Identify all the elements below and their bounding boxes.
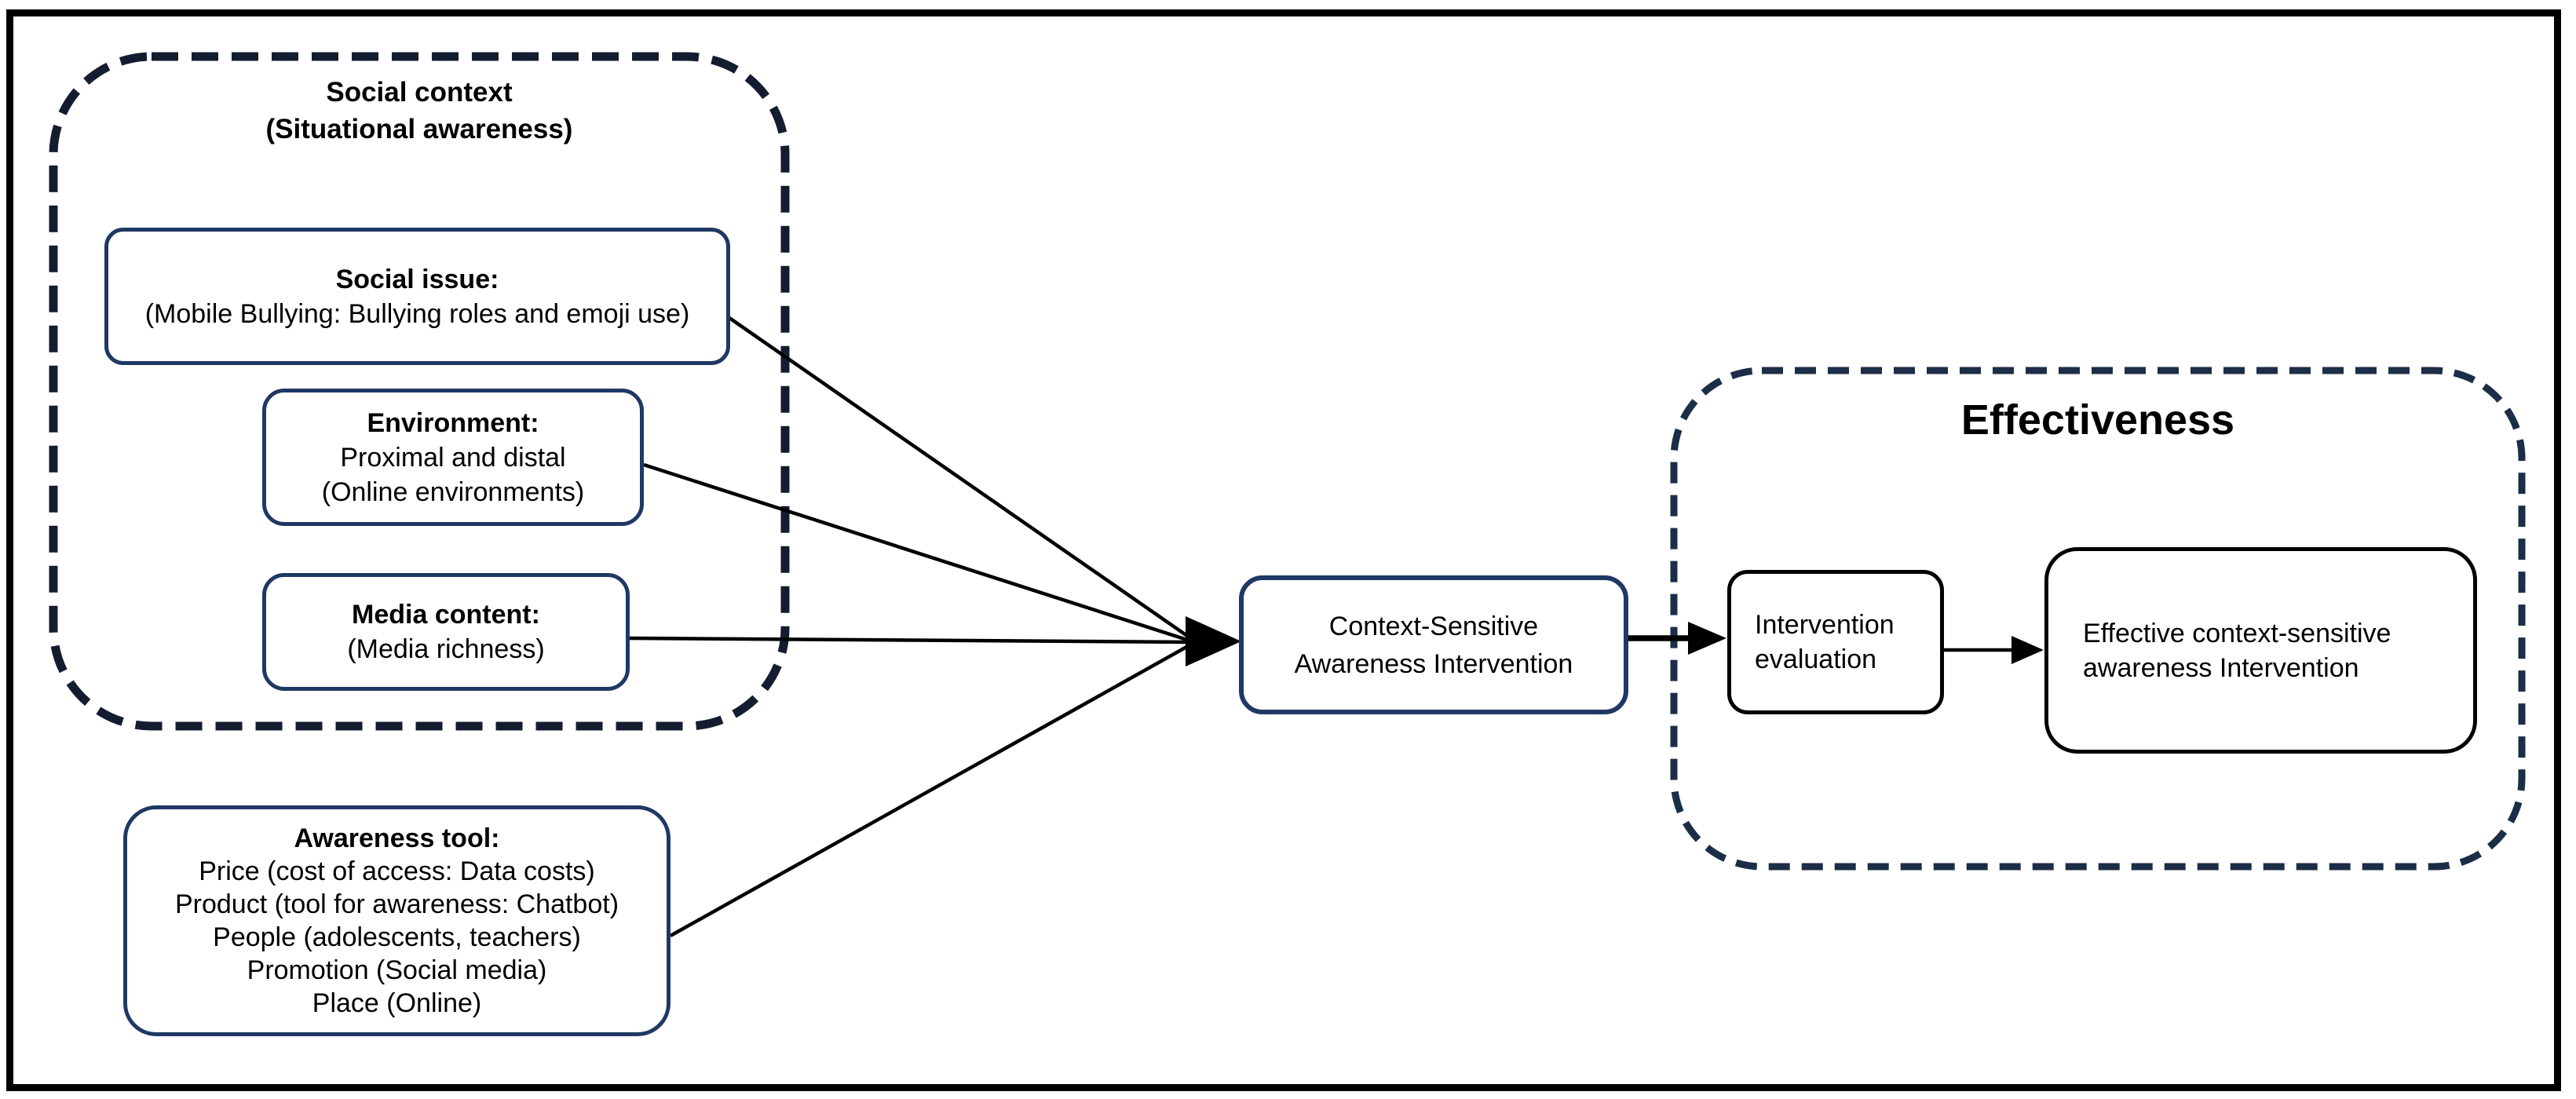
box-line: Proximal and distal	[340, 442, 566, 473]
social-context-dashed-container	[49, 52, 790, 731]
box-line: People (adolescents, teachers)	[213, 922, 581, 952]
box-line: Context-Sensitive	[1328, 611, 1539, 641]
box-line: (Mobile Bullying: Bullying roles and emo…	[144, 298, 690, 329]
social-context-title-line1: Social context	[326, 77, 513, 108]
box-line: Effective context-sensitive	[2083, 618, 2391, 648]
connector-social-issue	[728, 316, 1191, 639]
box-heading: Media content:	[352, 600, 540, 630]
social-issue-box: Social issue: (Mobile Bullying: Bullying…	[104, 228, 730, 365]
box-heading: Social issue:	[335, 264, 499, 294]
box-heading: Awareness tool:	[294, 823, 500, 853]
media-content-box: Media content: (Media richness)	[262, 573, 630, 691]
box-line: Place (Online)	[312, 988, 482, 1018]
box-line: evaluation	[1755, 644, 1877, 674]
social-context-title: Social context (Situational awareness)	[53, 74, 785, 148]
connector-media-content	[629, 636, 1190, 644]
awareness-tool-box: Awareness tool: Price (cost of access: D…	[123, 805, 670, 1036]
connector-environment	[643, 462, 1190, 643]
intervention-evaluation-box: Intervention evaluation	[1727, 570, 1944, 714]
effective-outcome-box: Effective context-sensitive awareness In…	[2044, 547, 2477, 754]
box-line: Promotion (Social media)	[247, 955, 547, 985]
box-line: Product (tool for awareness: Chatbot)	[174, 889, 619, 919]
box-line: Price (cost of access: Data costs)	[199, 856, 595, 886]
arrow-to-evaluation-head	[1688, 622, 1726, 655]
box-line: Intervention	[1755, 610, 1895, 640]
box-line: (Online environments)	[321, 476, 585, 507]
social-context-title-line2: (Situational awareness)	[265, 114, 573, 144]
context-sensitive-intervention-box: Context-Sensitive Awareness Intervention	[1239, 575, 1628, 714]
convergence-arrowhead	[1186, 616, 1241, 666]
box-line: (Media richness)	[347, 634, 545, 664]
box-line: awareness Intervention	[2083, 652, 2359, 683]
environment-box: Environment: Proximal and distal (Online…	[262, 389, 644, 526]
connector-awareness-tool	[669, 644, 1191, 937]
arrow-to-outcome-head	[2011, 636, 2044, 664]
box-line: Awareness Intervention	[1294, 648, 1573, 679]
outer-frame	[6, 9, 2561, 1091]
effectiveness-dashed-container	[1670, 367, 2526, 871]
box-heading: Environment:	[367, 407, 539, 438]
effectiveness-title: Effectiveness	[1960, 396, 2235, 444]
